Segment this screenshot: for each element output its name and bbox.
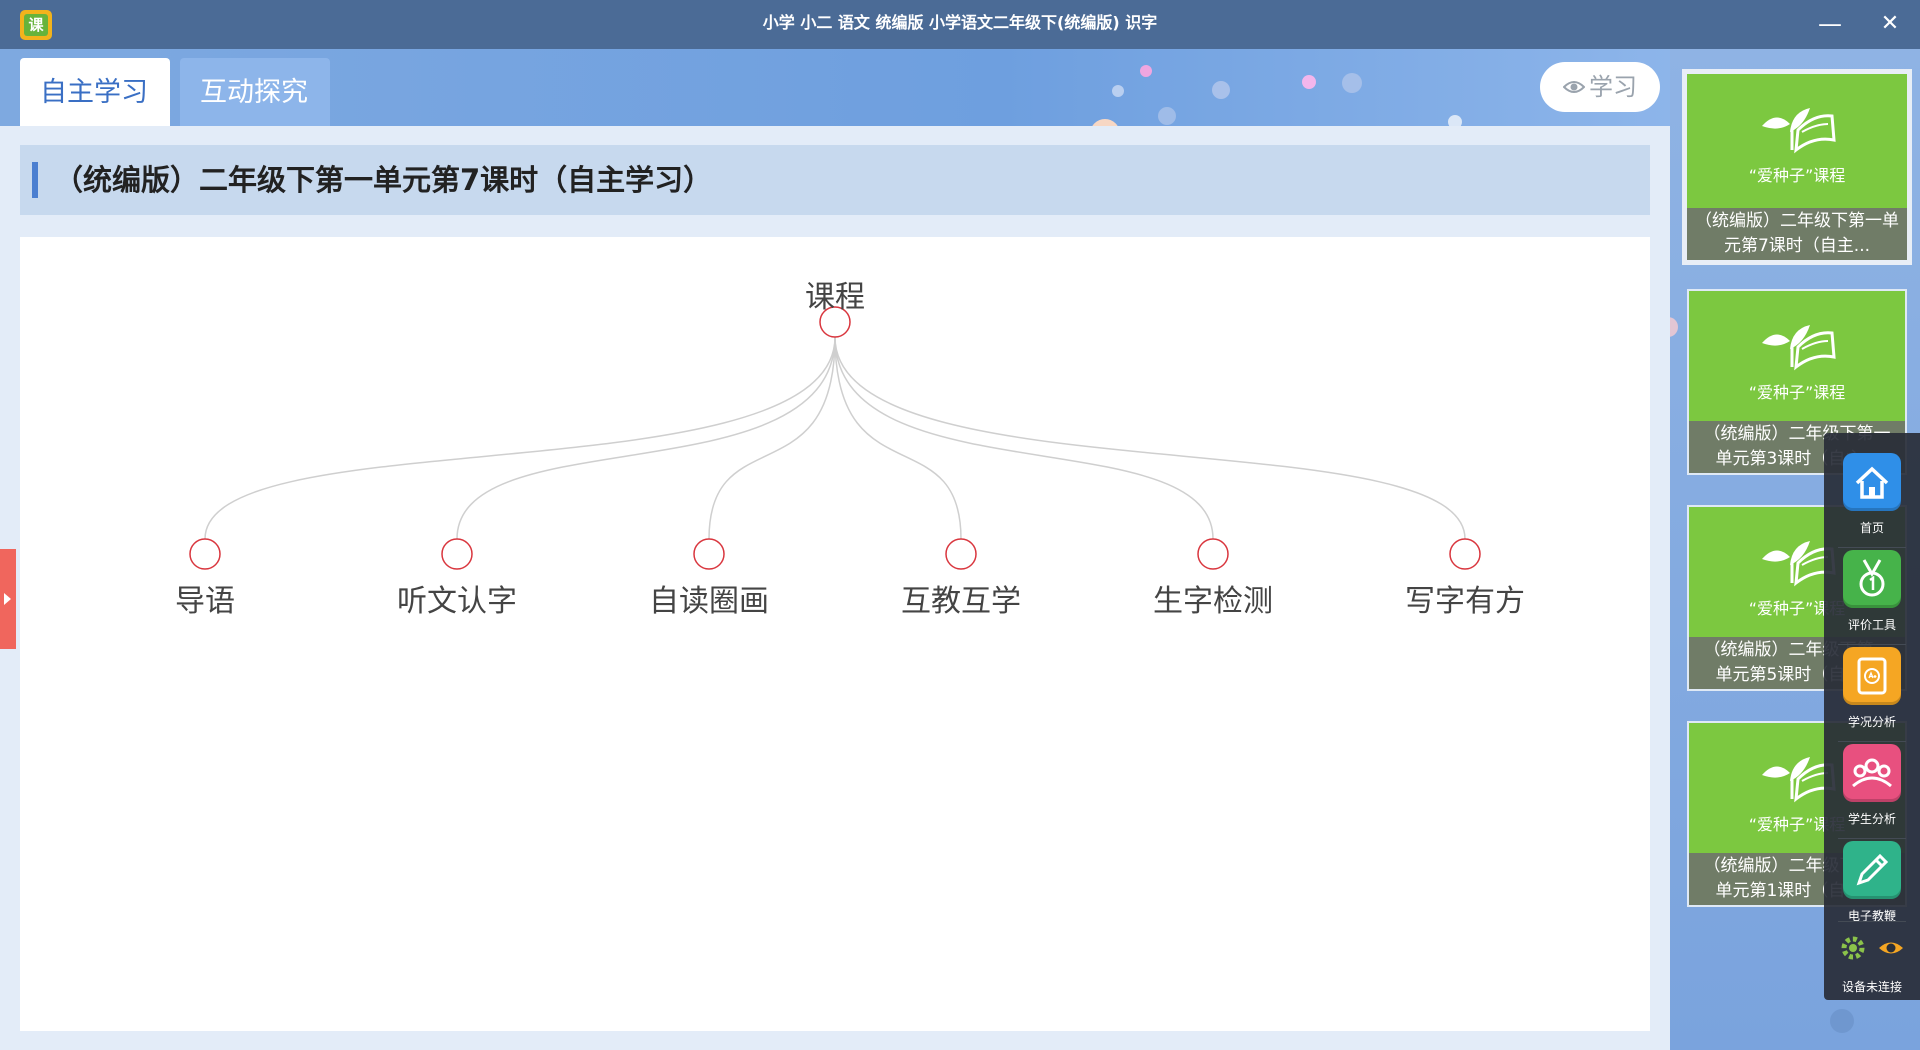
mindmap-canvas: 课程导语 听文认字 自读圈画 互教互学 生字检测 写字有方 bbox=[20, 237, 1650, 1031]
close-button[interactable]: ✕ bbox=[1880, 11, 1900, 36]
mindmap-node-label[interactable]: 互教互学 bbox=[901, 584, 1021, 619]
course-caption: （统编版）二年级下第一单元第7课时（自主... bbox=[1687, 208, 1907, 260]
mindmap-edge bbox=[834, 336, 1214, 540]
lesson-title: （统编版）二年级下第一单元第7课时（自主学习） bbox=[54, 163, 713, 197]
decor-dot bbox=[1112, 85, 1124, 97]
mindmap-node[interactable] bbox=[945, 538, 977, 570]
mindmap-edge bbox=[204, 336, 836, 540]
decor-dot bbox=[1212, 81, 1230, 99]
main-area: 自主学习 互动探究 学习 （统编版）二年级下第一单元第7课时（自主学习） 课程导… bbox=[0, 49, 1670, 1050]
toolbar-item-label: 首页 bbox=[1859, 521, 1884, 535]
toolbar-item-label: 学生分析 bbox=[1847, 812, 1896, 826]
course-card[interactable]: “爱种子”课程 （统编版）二年级下第一单元第7课时（自主... bbox=[1682, 69, 1912, 265]
decor-dot bbox=[1670, 317, 1678, 337]
mindmap-edge bbox=[834, 336, 962, 540]
toolbar-divider bbox=[1838, 547, 1906, 548]
decor-dot bbox=[1830, 1009, 1854, 1033]
settings-gear-icon[interactable] bbox=[1838, 933, 1868, 963]
toolbar-item-label: 评价工具 bbox=[1847, 618, 1896, 632]
mindmap-edge bbox=[456, 336, 836, 540]
report-icon bbox=[1843, 647, 1901, 705]
window-title: 小学 小二 语文 统编版 小学语文二年级下(统编版) 识字 bbox=[762, 13, 1158, 32]
learn-button[interactable]: 学习 bbox=[1540, 62, 1660, 112]
mindmap-node[interactable] bbox=[189, 538, 221, 570]
eye-icon bbox=[1562, 63, 1586, 113]
mindmap-root-node[interactable] bbox=[819, 306, 851, 338]
learn-button-label: 学习 bbox=[1589, 73, 1637, 101]
pen-icon bbox=[1843, 841, 1901, 899]
tab-strip: 自主学习 互动探究 学习 bbox=[0, 49, 1670, 126]
mindmap-edge bbox=[708, 336, 836, 540]
toolbar-divider bbox=[1838, 741, 1906, 742]
mindmap-node[interactable] bbox=[1197, 538, 1229, 570]
course-brand: “爱种子”课程 bbox=[1748, 383, 1846, 402]
tab-self-study[interactable]: 自主学习 bbox=[20, 58, 170, 126]
mindmap-node-label[interactable]: 生字检测 bbox=[1153, 584, 1273, 619]
decor-dot bbox=[1140, 65, 1152, 77]
app-icon: 课 bbox=[20, 10, 52, 40]
toolbar-item[interactable]: 电子教鞭 bbox=[1836, 841, 1908, 933]
tab-interactive-explore[interactable]: 互动探究 bbox=[180, 58, 330, 126]
title-bar: 课 小学 小二 语文 统编版 小学语文二年级下(统编版) 识字 — ✕ bbox=[0, 0, 1920, 49]
toolbar-item-label: 电子教鞭 bbox=[1847, 909, 1896, 923]
decor-dot bbox=[1342, 73, 1362, 93]
toolbar-divider bbox=[1838, 921, 1906, 922]
floating-toolbar: 首页评价工具学况分析学生分析电子教鞭 设备未连接 bbox=[1824, 433, 1920, 1000]
minimize-button[interactable]: — bbox=[1818, 10, 1842, 38]
course-brand: “爱种子”课程 bbox=[1748, 166, 1846, 185]
seed-book-icon bbox=[1689, 319, 1905, 375]
toolbar-item[interactable]: 学况分析 bbox=[1836, 647, 1908, 739]
mindmap-diagram bbox=[189, 306, 1481, 570]
device-status: 设备未连接 bbox=[1841, 980, 1902, 994]
mindmap-node-label[interactable]: 听文认字 bbox=[397, 584, 517, 619]
toolbar-item[interactable]: 首页 bbox=[1836, 453, 1908, 545]
students-icon bbox=[1843, 744, 1901, 802]
mindmap-edge bbox=[834, 336, 1466, 540]
mindmap-node[interactable] bbox=[441, 538, 473, 570]
toolbar-divider bbox=[1838, 644, 1906, 645]
mindmap-node[interactable] bbox=[1449, 538, 1481, 570]
mindmap-root-label: 课程 bbox=[805, 280, 865, 315]
mindmap-node-label[interactable]: 导语 bbox=[175, 584, 235, 619]
medal-icon bbox=[1843, 550, 1901, 608]
app-icon-glyph: 课 bbox=[24, 14, 48, 36]
decor-dot bbox=[1302, 75, 1316, 89]
course-brand: “爱种子”课程 bbox=[1748, 815, 1846, 834]
mindmap-node-label[interactable]: 写字有方 bbox=[1405, 584, 1525, 619]
seed-book-icon bbox=[1687, 102, 1907, 158]
eye-icon[interactable] bbox=[1876, 933, 1906, 963]
side-panel-toggle[interactable] bbox=[0, 549, 16, 649]
toolbar-item[interactable]: 评价工具 bbox=[1836, 550, 1908, 642]
decor-dot bbox=[1158, 107, 1176, 125]
toolbar-item[interactable]: 学生分析 bbox=[1836, 744, 1908, 836]
toolbar-divider bbox=[1838, 838, 1906, 839]
decor-dot bbox=[1448, 115, 1462, 126]
home-icon bbox=[1843, 453, 1901, 511]
toolbar-item-label: 学况分析 bbox=[1847, 715, 1896, 729]
mindmap-node[interactable] bbox=[693, 538, 725, 570]
mindmap-node-label[interactable]: 自读圈画 bbox=[649, 584, 769, 619]
course-brand: “爱种子”课程 bbox=[1748, 599, 1846, 618]
decor-dot bbox=[1090, 119, 1120, 126]
lesson-header: （统编版）二年级下第一单元第7课时（自主学习） bbox=[20, 145, 1650, 215]
